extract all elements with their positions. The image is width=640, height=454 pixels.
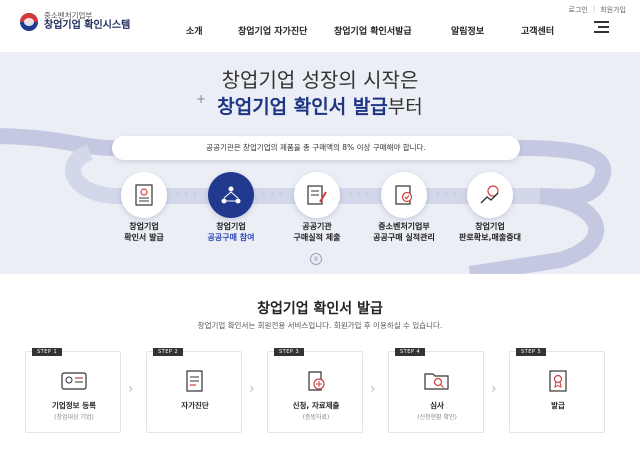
step-connector: › › › <box>262 190 284 200</box>
nav-item-certificate-issue[interactable]: 창업기업 확인서발급 <box>334 27 412 37</box>
step-badge: STEP 2 <box>153 348 184 356</box>
chevron-right-icon: › <box>491 381 497 397</box>
step-circle-sales-growth[interactable] <box>467 172 513 218</box>
nav-item-intro[interactable]: 소개 <box>186 27 203 37</box>
signup-link[interactable]: 회원가입 <box>600 6 626 14</box>
card-note: (증빙자료) <box>302 414 330 421</box>
step-card-issuance[interactable]: STEP 5 발급 <box>509 348 605 433</box>
id-card-icon <box>59 370 89 392</box>
purchase-notice: 공공기관은 창업기업의 제품을 총 구매액의 8% 이상 구매해야 합니다. <box>112 136 520 160</box>
step-label-purchase-report: 공공기관 구매실적 제출 <box>293 222 341 242</box>
step-label-performance-management: 중소벤처기업부 공공구매 실적관리 <box>373 222 435 242</box>
checklist-icon <box>395 185 413 205</box>
chevron-right-icon: › <box>370 381 376 397</box>
step-badge: STEP 1 <box>32 348 63 356</box>
decorative-plus: + <box>196 92 207 106</box>
certificate-icon <box>135 184 153 206</box>
card-label: 심사 <box>430 401 444 410</box>
step-circle-certificate[interactable] <box>121 172 167 218</box>
ministry-name: 중소벤처기업부 <box>44 11 93 20</box>
step-connector: › › › <box>176 190 198 200</box>
step-card-application[interactable]: STEP 3 신청, 자료제출 (증빙자료) <box>267 348 363 433</box>
utility-separator: | <box>592 5 596 13</box>
government-emblem-icon <box>20 12 38 31</box>
card-label: 기업정보 등록 <box>51 401 96 410</box>
utility-menu: 로그인 | 회원가입 <box>569 5 626 15</box>
chevron-right-icon: › <box>249 381 255 397</box>
card-label: 자가진단 <box>181 401 209 410</box>
step-label-certificate: 창업기업 확인서 발급 <box>124 222 164 242</box>
step-circle-performance-management[interactable] <box>381 172 427 218</box>
nav-item-self-diagnosis[interactable]: 창업기업 자가진단 <box>238 27 308 37</box>
hero-subheadline-bold: 창업기업 확인서 발급 <box>217 96 388 118</box>
step-label-public-purchase: 창업기업 공공구매 참여 <box>207 222 255 242</box>
step-circle-purchase-report[interactable] <box>294 172 340 218</box>
step-card-company-registration[interactable]: STEP 1 기업정보 등록 (창업대상 기업) <box>25 348 121 433</box>
card-note: (신청현황 확인) <box>417 414 457 421</box>
step-connector: › › › <box>436 190 458 200</box>
hero-banner: 창업기업 성장의 시작은 + 창업기업 확인서 발급부터 공공기관은 창업기업의… <box>0 52 640 274</box>
step-badge: STEP 4 <box>395 348 426 356</box>
certificate-badge-icon <box>543 370 573 392</box>
step-circle-public-purchase[interactable] <box>208 172 254 218</box>
step-badge: STEP 5 <box>516 348 547 356</box>
nav-item-notices[interactable]: 알림정보 <box>451 27 485 37</box>
menu-icon[interactable] <box>594 21 609 33</box>
pause-button[interactable]: II <box>310 253 322 265</box>
network-icon <box>221 186 241 204</box>
step-card-self-diagnosis[interactable]: STEP 2 자가진단 <box>146 348 242 433</box>
step-card-review[interactable]: STEP 4 심사 (신청현황 확인) <box>388 348 484 433</box>
checklist-icon <box>180 370 210 392</box>
site-header: 중소벤처기업부 창업기업 확인시스템 로그인 | 회원가입 소개 창업기업 자가… <box>0 0 640 56</box>
step-badge: STEP 3 <box>274 348 305 356</box>
card-label: 신청, 자료제출 <box>292 401 340 410</box>
hero-subheadline: 창업기업 확인서 발급부터 <box>0 92 640 119</box>
submit-document-icon <box>301 370 331 392</box>
card-note: (창업대상 기업) <box>54 414 94 421</box>
site-name: 창업기업 확인시스템 <box>44 20 131 32</box>
site-logo[interactable]: 중소벤처기업부 창업기업 확인시스템 <box>20 11 131 32</box>
document-pen-icon <box>307 185 327 205</box>
step-label-sales-growth: 창업기업 판로확보,매출증대 <box>459 222 521 242</box>
card-label: 발급 <box>551 401 565 410</box>
section-title: 창업기업 확인서 발급 <box>257 301 383 317</box>
section-subtitle: 창업기업 확인서는 회원전용 서비스입니다. 회원가입 후 이용하실 수 있습니… <box>197 321 443 330</box>
hero-subheadline-suffix: 부터 <box>387 96 423 118</box>
nav-item-customer-center[interactable]: 고객센터 <box>521 27 555 37</box>
chevron-right-icon: › <box>128 381 134 397</box>
growth-icon <box>480 185 499 204</box>
folder-search-icon <box>422 370 452 392</box>
login-link[interactable]: 로그인 <box>568 6 588 14</box>
step-connector: › › › <box>349 190 371 200</box>
hero-headline: 창업기업 성장의 시작은 <box>221 68 419 92</box>
